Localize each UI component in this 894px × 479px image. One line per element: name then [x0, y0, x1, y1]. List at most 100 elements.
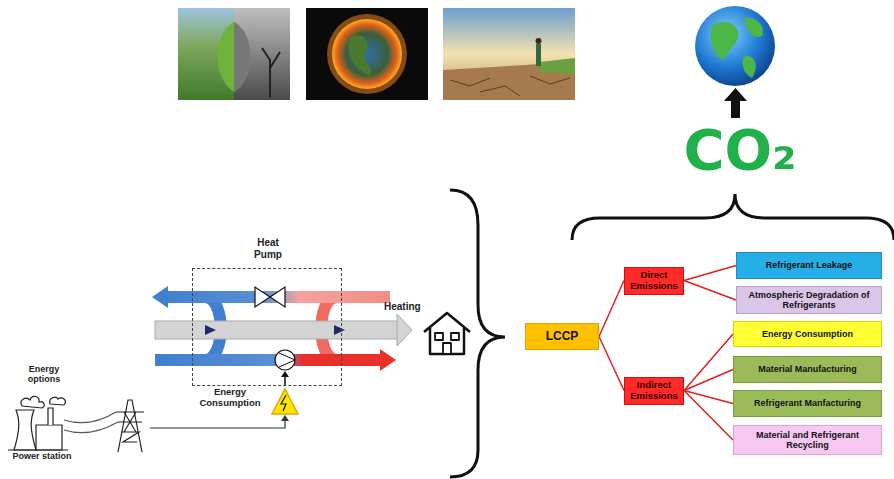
- photo-drought: [443, 8, 575, 100]
- globe: [695, 6, 775, 86]
- input-label: Energy Consumption: [196, 387, 264, 409]
- connector: [599, 337, 624, 391]
- co2-label: CO₂: [640, 122, 840, 178]
- connector-line: [684, 266, 736, 281]
- arrow-head: [724, 88, 747, 101]
- continent: [742, 56, 755, 78]
- box-text: Material Manufacturing: [758, 364, 857, 374]
- box-text: Direct Emissions: [629, 270, 679, 292]
- box-text: Energy Consumption: [762, 329, 853, 339]
- emission-box: Material Manufacturing: [733, 356, 882, 383]
- box-text: Material and Refrigerant Recycling: [738, 430, 877, 451]
- photo-ground: [178, 8, 290, 100]
- continent: [348, 35, 371, 76]
- dead-tree: [262, 48, 280, 98]
- flame: [327, 14, 407, 94]
- smoke: [50, 397, 66, 405]
- power-station: [8, 396, 68, 450]
- output-label: Heating: [384, 301, 426, 313]
- box-text: Atmospheric Degradation of Refrigerants: [741, 290, 877, 311]
- connector-line: [599, 281, 624, 337]
- flow-head: [380, 349, 396, 371]
- emission-box: Material and Refrigerant Recycling: [733, 425, 882, 455]
- brace: [572, 194, 894, 240]
- connector-line: [684, 391, 733, 441]
- photo-ground: [306, 8, 428, 100]
- chimney: [48, 408, 53, 425]
- lightning: [281, 395, 286, 411]
- house-door: [443, 343, 451, 354]
- leaf: [234, 22, 251, 92]
- pylon-legs: [118, 400, 142, 452]
- connector: [684, 334, 733, 391]
- photo-landscape: [178, 8, 290, 100]
- energy-arrow: [284, 376, 286, 386]
- power-lines: [64, 412, 118, 433]
- connector: [684, 391, 733, 441]
- house-window: [435, 333, 443, 340]
- connector-line: [684, 334, 733, 391]
- wire-head: [281, 415, 289, 421]
- cooling-tower: [14, 410, 36, 450]
- emission-box: Refrigerant Leakage: [736, 252, 882, 279]
- compressor: [279, 353, 295, 367]
- box-text: Refrigerant Manfacturing: [754, 398, 861, 408]
- photo-ground: [234, 8, 290, 100]
- category-box: Direct Emissions: [624, 267, 684, 295]
- air-flow-head: [397, 314, 412, 346]
- connector-line: [684, 281, 736, 301]
- grass: [540, 58, 575, 74]
- photo-burning-earth: [306, 8, 428, 100]
- cracks: [450, 76, 570, 96]
- pylon: [64, 400, 144, 452]
- energy-arrow: [281, 371, 289, 377]
- lccp-box: LCCP: [525, 323, 599, 350]
- heat-pump-flows: [152, 286, 412, 386]
- small-arrow: [334, 325, 345, 335]
- continent: [744, 18, 763, 37]
- leaf: [218, 22, 251, 92]
- arrow-shaft: [731, 100, 740, 118]
- warning-triangle: [272, 389, 298, 414]
- connector: [684, 370, 733, 391]
- flow-band: [155, 354, 382, 366]
- category-box: Indirect Emissions: [624, 377, 684, 405]
- connector-line: [684, 370, 733, 391]
- connector-line: [599, 337, 624, 391]
- heat-pump-box: Heat Pump: [192, 268, 342, 386]
- continent: [711, 22, 738, 60]
- wire: [150, 419, 285, 428]
- plant-building: [36, 425, 62, 450]
- emission-box: Energy Consumption: [733, 321, 882, 347]
- figure: [536, 44, 541, 66]
- box-text: Refrigerant Leakage: [766, 260, 853, 270]
- compressor: [275, 350, 295, 370]
- globe-sphere: [695, 6, 775, 86]
- box-text: Indirect Emissions: [629, 380, 679, 402]
- flow-head: [152, 286, 168, 308]
- connector: [599, 281, 624, 337]
- heat-pump-title: Heat Pump: [246, 237, 290, 260]
- house-window: [451, 333, 459, 340]
- house-body: [430, 328, 464, 354]
- smoke: [21, 396, 44, 408]
- up-arrow: [724, 88, 747, 118]
- house-icon: [424, 313, 470, 354]
- source-label: Power station: [12, 451, 72, 461]
- photo-ground: [443, 8, 575, 100]
- small-arrow: [205, 325, 216, 335]
- figure: [536, 38, 542, 44]
- box-text: LCCP: [546, 330, 579, 344]
- connector: [684, 281, 736, 301]
- earth: [332, 19, 402, 89]
- source-label: Energy options: [16, 364, 72, 385]
- valve: [270, 287, 285, 307]
- ground-line: [8, 449, 68, 450]
- pylon-bars: [116, 412, 144, 442]
- emission-box: Atmospheric Degradation of Refrigerants: [736, 286, 882, 314]
- brace: [450, 190, 505, 477]
- connector: [684, 266, 736, 281]
- emission-box: Refrigerant Manfacturing: [733, 390, 882, 417]
- valve: [255, 287, 270, 307]
